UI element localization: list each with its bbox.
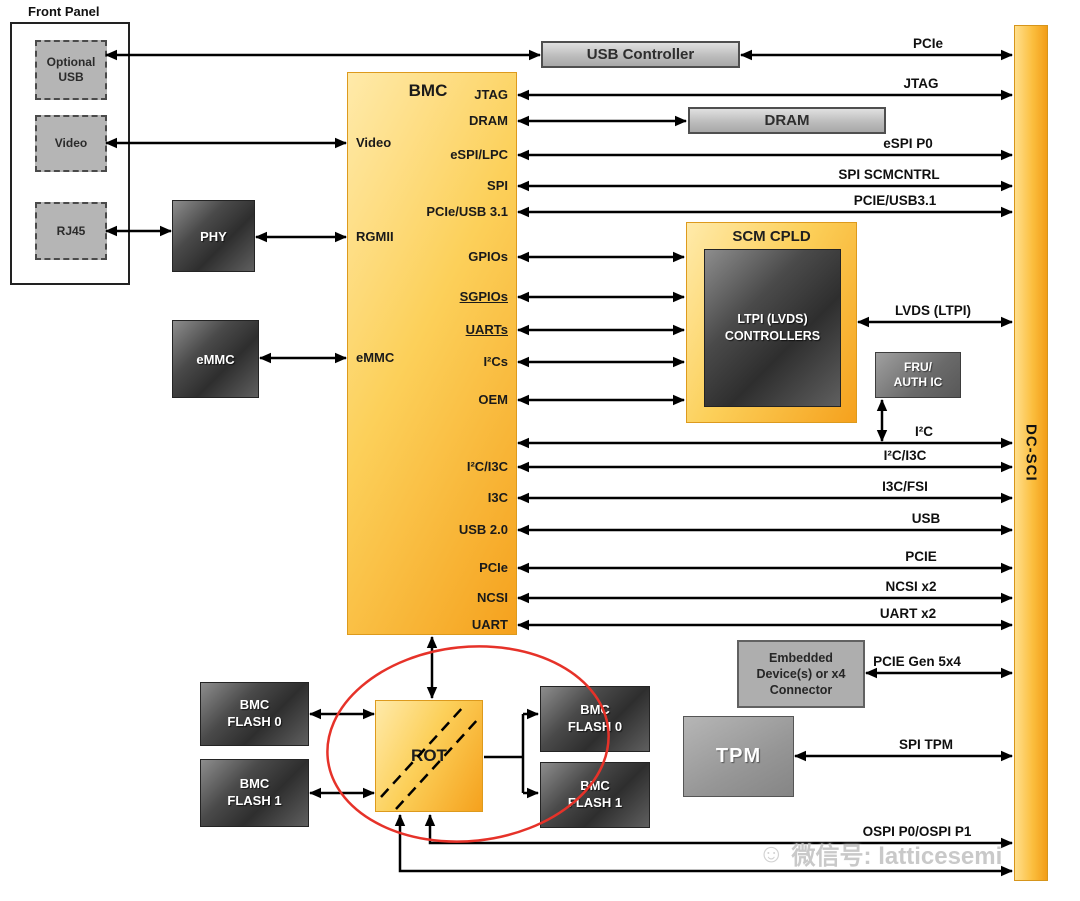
bmc-port-usb20: USB 2.0 bbox=[458, 522, 508, 537]
bus-label-pcie: PCIE bbox=[905, 549, 937, 564]
video-label: Video bbox=[54, 136, 88, 150]
bus-label-jtag: JTAG bbox=[903, 76, 939, 91]
rj45-block: RJ45 bbox=[35, 202, 107, 260]
bmc-port-emmc: eMMC bbox=[356, 350, 395, 365]
bmc-port-gpios: GPIOs bbox=[468, 249, 508, 264]
bmc-port-jtag: JTAG bbox=[474, 87, 508, 102]
embedded-device-block: Embedded Device(s) or x4 Connector bbox=[737, 640, 865, 708]
bmc-port-dram: DRAM bbox=[469, 113, 508, 128]
fru-auth-ic-block: FRU/ AUTH IC bbox=[875, 352, 961, 398]
bmc-port-pcie-usb31: PCIe/USB 3.1 bbox=[426, 204, 508, 219]
emmc-label: eMMC bbox=[196, 351, 235, 367]
bmc-flash1-right-label: BMC FLASH 1 bbox=[567, 778, 623, 810]
bmc-block: BMC Video RGMII eMMC JTAG DRAM eSPI/LPC … bbox=[347, 72, 517, 635]
bus-label-pcie-usb31: PCIE/USB3.1 bbox=[853, 193, 937, 208]
bmc-port-video: Video bbox=[356, 135, 392, 150]
bus-label-i2c: I²C bbox=[915, 424, 933, 439]
bus-label-usb: USB bbox=[911, 511, 941, 526]
embedded-device-label: Embedded Device(s) or x4 Connector bbox=[756, 650, 846, 698]
emmc-block: eMMC bbox=[172, 320, 259, 398]
usb-controller-label: USB Controller bbox=[586, 46, 695, 63]
tpm-block: TPM bbox=[683, 716, 794, 797]
bus-label-espi-p0: eSPI P0 bbox=[883, 136, 933, 151]
usb-controller-block: USB Controller bbox=[541, 41, 740, 68]
watermark: ☺ 微信号: latticesemi bbox=[758, 836, 1002, 871]
bmc-port-oem: OEM bbox=[478, 392, 508, 407]
dram-label: DRAM bbox=[764, 112, 810, 129]
tpm-label: TPM bbox=[715, 745, 762, 767]
bmc-port-i2cs: I²Cs bbox=[483, 354, 508, 369]
front-panel-title: Front Panel bbox=[28, 4, 100, 19]
fru-auth-ic-label: FRU/ AUTH IC bbox=[893, 360, 943, 389]
bus-label-uart-x2: UART x2 bbox=[879, 606, 937, 621]
phy-label: PHY bbox=[200, 228, 227, 244]
bmc-port-uarts: UARTs bbox=[465, 322, 508, 337]
bmc-port-uart: UART bbox=[471, 617, 508, 632]
dc-sci-block: DC-SCI bbox=[1014, 25, 1048, 881]
bus-label-pcie-gen5x4: PCIE Gen 5x4 bbox=[873, 654, 961, 669]
front-panel-box: Optional USB Video RJ45 bbox=[10, 22, 130, 285]
rot-label: ROT bbox=[411, 746, 447, 765]
bmc-flash1-left-label: BMC FLASH 1 bbox=[227, 776, 282, 808]
optional-usb-label: Optional USB bbox=[46, 55, 96, 84]
phy-block: PHY bbox=[172, 200, 255, 272]
ltpi-controllers-label: LTPI (LVDS) CONTROLLERS bbox=[724, 312, 821, 343]
bus-label-spi-tpm: SPI TPM bbox=[898, 737, 954, 752]
bmc-flash0-left-block: BMC FLASH 0 bbox=[200, 682, 309, 746]
rj45-label: RJ45 bbox=[56, 223, 86, 238]
bus-label-i3c-fsi: I3C/FSI bbox=[882, 479, 928, 494]
bmc-port-i3c: I3C bbox=[487, 490, 508, 505]
scm-cpld-title: SCM CPLD bbox=[732, 228, 811, 245]
bmc-flash0-left-label: BMC FLASH 0 bbox=[227, 697, 282, 729]
bmc-title: BMC bbox=[408, 81, 448, 100]
bmc-flash0-right-block: BMC FLASH 0 bbox=[540, 686, 650, 752]
ltpi-controllers-block: LTPI (LVDS) CONTROLLERS bbox=[704, 249, 841, 407]
bmc-port-spi: SPI bbox=[487, 178, 508, 193]
scm-cpld-block: SCM CPLD LTPI (LVDS) CONTROLLERS bbox=[686, 222, 857, 423]
bus-label-ncsi-x2: NCSI x2 bbox=[885, 579, 937, 594]
bmc-flash0-right-label: BMC FLASH 0 bbox=[567, 702, 623, 734]
bmc-port-rgmii: RGMII bbox=[356, 229, 394, 244]
bmc-port-pcie: PCIe bbox=[479, 560, 508, 575]
dc-sci-label: DC-SCI bbox=[1022, 424, 1040, 482]
video-block: Video bbox=[35, 115, 107, 172]
bmc-flash1-left-block: BMC FLASH 1 bbox=[200, 759, 309, 827]
optional-usb-block: Optional USB bbox=[35, 40, 107, 100]
bus-label-pcie-top: PCIe bbox=[912, 36, 944, 51]
bmc-port-espi-lpc: eSPI/LPC bbox=[450, 147, 508, 162]
bmc-port-ncsi: NCSI bbox=[476, 590, 508, 605]
bmc-port-i2c-i3c: I²C/I3C bbox=[466, 459, 508, 474]
bmc-port-sgpios: SGPIOs bbox=[459, 289, 508, 304]
watermark-logo-icon: ☺ bbox=[758, 838, 785, 868]
bus-label-i2c-i3c: I²C/I3C bbox=[883, 448, 927, 463]
bus-label-spi-scmcntrl: SPI SCMCNTRL bbox=[838, 167, 940, 182]
dram-block: DRAM bbox=[688, 107, 886, 134]
bmc-flash1-right-block: BMC FLASH 1 bbox=[540, 762, 650, 828]
rot-block: ROT bbox=[375, 700, 483, 812]
watermark-text: 微信号: latticesemi bbox=[791, 843, 1003, 870]
bus-label-lvds-ltpi: LVDS (LTPI) bbox=[895, 303, 971, 318]
